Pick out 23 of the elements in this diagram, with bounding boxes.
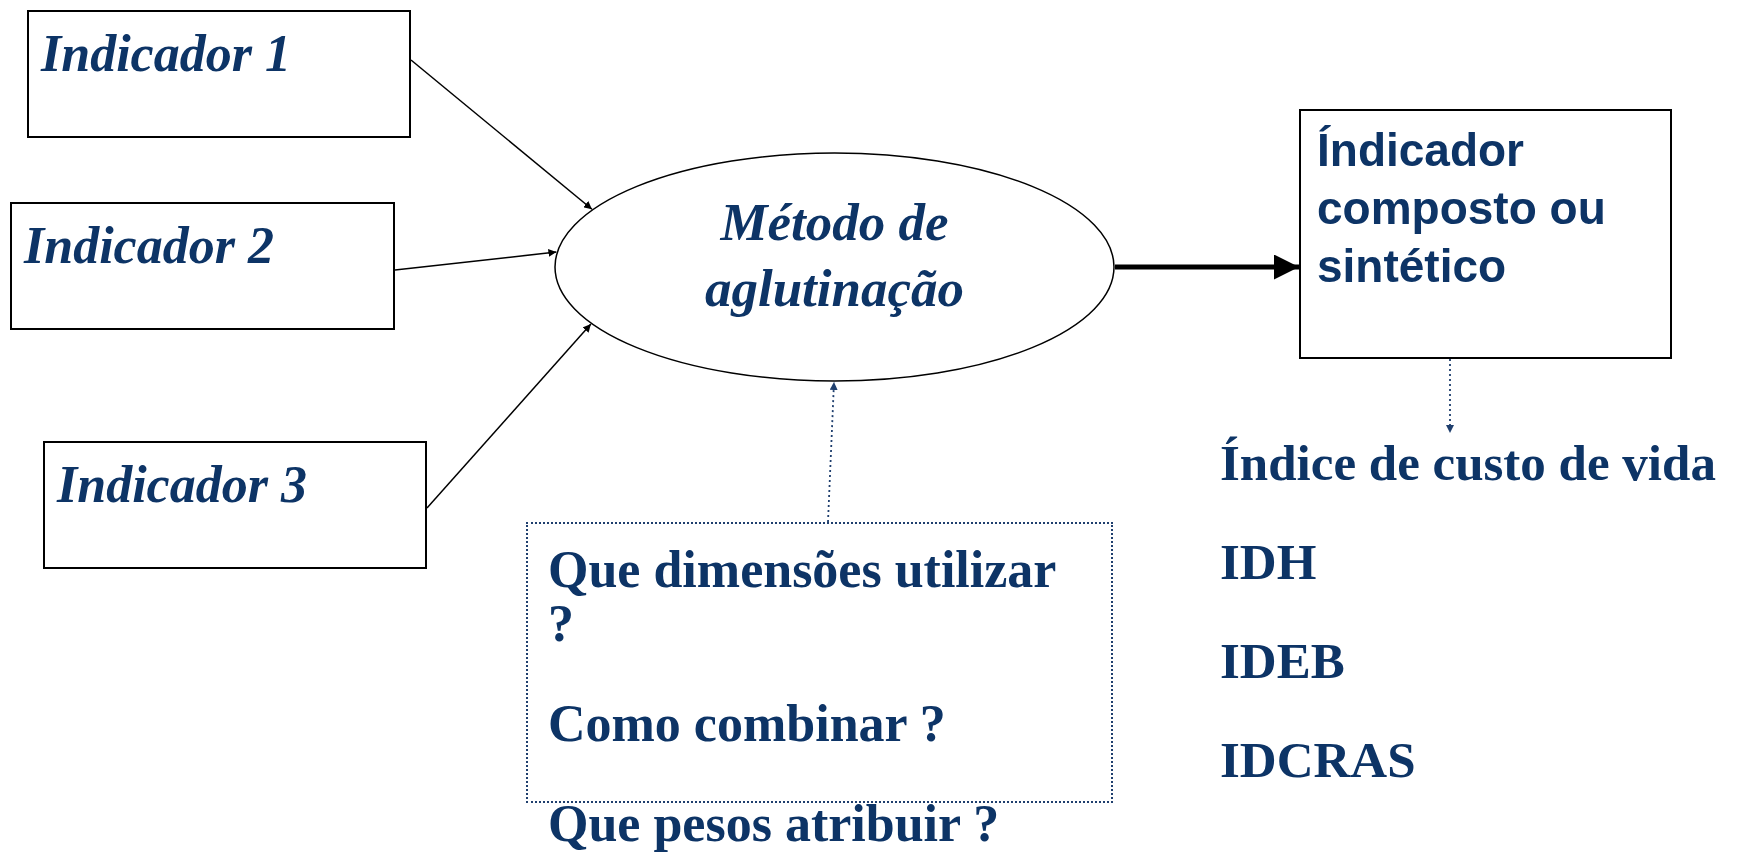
indicator-label: Indicador 1 [41, 24, 292, 84]
example-index: IDEB [1220, 632, 1346, 691]
indicator-box [27, 10, 411, 138]
arrow [426, 323, 592, 509]
dotted-arrow [827, 381, 838, 523]
example-index: IDCRAS [1220, 731, 1417, 790]
example-index: IDH [1220, 533, 1318, 592]
arrow [410, 59, 593, 210]
question-text: Como combinar ? [548, 697, 947, 751]
indicator-box [43, 441, 427, 569]
arrow [1115, 254, 1299, 280]
question-text: Que dimensões utilizar ? [548, 543, 1057, 651]
indicator-box [10, 202, 395, 330]
indicator-box [1299, 109, 1672, 359]
dotted-arrow [1446, 358, 1454, 434]
indicator-label: Indicador 2 [24, 216, 275, 276]
arrow [394, 248, 558, 271]
method-label: Método de aglutinação [703, 192, 966, 319]
example-index: Índice de custo de vida [1220, 434, 1717, 493]
indicator-label: Indicador 3 [57, 455, 308, 515]
question-text: Que pesos atribuir ? [548, 797, 1001, 851]
composite-indicator-label: Índicador composto ou sintético [1317, 123, 1607, 294]
method-ellipse [554, 152, 1115, 382]
